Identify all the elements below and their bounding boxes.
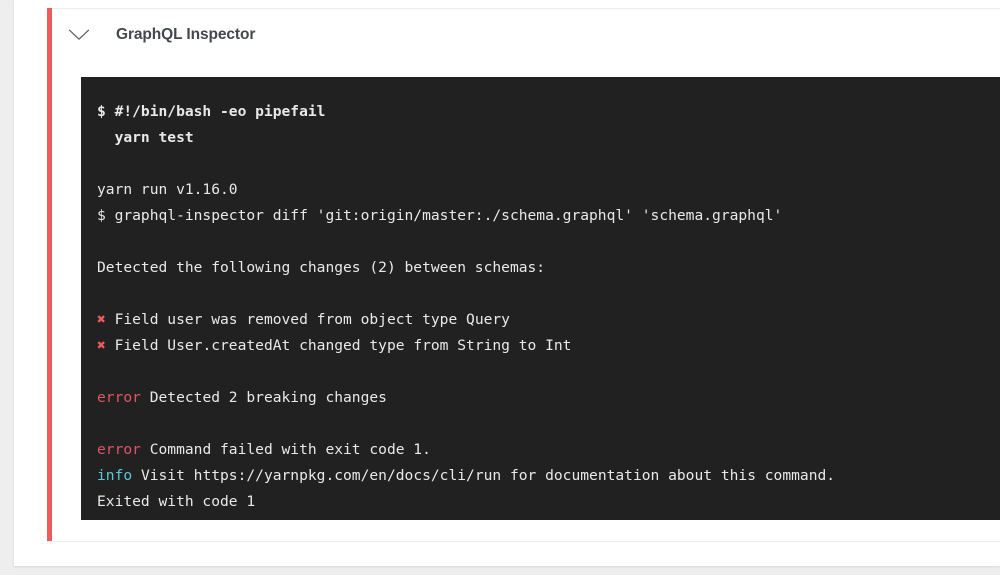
terminal-token-error-mark: ✖ [97,337,106,354]
terminal-line-exited: Exited with code 1 [97,489,1000,515]
terminal-log-panel[interactable]: $ #!/bin/bash -eo pipefail yarn test yar… [81,77,1000,520]
terminal-token-plain: $ graphql-inspector diff 'git:origin/mas… [97,207,783,224]
terminal-token-error: error [97,441,141,458]
card-top-divider [47,8,1000,9]
step-title: GraphQL Inspector [116,26,256,43]
terminal-line-error-breaking: error Detected 2 breaking changes [97,385,1000,411]
terminal-token-info: info [97,467,133,484]
card-bottom-divider [47,541,1000,542]
terminal-line-blank-1 [97,151,1000,177]
terminal-token-plain: yarn run v1.16.0 [97,181,238,198]
terminal-line-blank-5 [97,411,1000,437]
terminal-line-blank-2 [97,229,1000,255]
terminal-line-detected-changes: Detected the following changes (2) betwe… [97,255,1000,281]
terminal-line-inspector-diff: $ graphql-inspector diff 'git:origin/mas… [97,203,1000,229]
terminal-token-plain: Detected the following changes (2) betwe… [97,259,546,276]
terminal-line-cmd-shebang: $ #!/bin/bash -eo pipefail [97,99,1000,125]
terminal-line-blank-4 [97,359,1000,385]
terminal-token-plain: Detected 2 breaking changes [140,389,387,406]
terminal-line-info-visit: info Visit https://yarnpkg.com/en/docs/c… [97,463,1000,489]
terminal-line-cmd-yarn-test: yarn test [97,125,1000,151]
terminal-token-plain: yarn test [97,129,194,146]
terminal-token-error: error [97,389,141,406]
terminal-token-plain: Exited with code 1 [97,493,256,510]
chevron-down-icon[interactable] [60,16,98,54]
terminal-token-plain: Field user was removed from object type … [105,311,510,328]
terminal-line-change-1: ✖ Field user was removed from object typ… [97,307,1000,333]
terminal-line-blank-3 [97,281,1000,307]
step-status-bar-failed [47,8,52,541]
terminal-token-plain: Visit https://yarnpkg.com/en/docs/cli/ru… [132,467,836,484]
step-header[interactable]: GraphQL Inspector [60,14,1000,56]
terminal-token-plain: Command failed with exit code 1. [140,441,431,458]
build-step-card: GraphQL Inspector $ #!/bin/bash -eo pipe… [14,0,1000,566]
terminal-token-plain: Field User.createdAt changed type from S… [105,337,572,354]
terminal-line-error-exit: error Command failed with exit code 1. [97,437,1000,463]
terminal-token-plain: $ #!/bin/bash -eo pipefail [97,103,326,120]
terminal-log-lines: $ #!/bin/bash -eo pipefail yarn test yar… [81,77,1000,520]
terminal-line-yarn-version: yarn run v1.16.0 [97,177,1000,203]
terminal-token-error-mark: ✖ [97,311,106,328]
terminal-line-change-2: ✖ Field User.createdAt changed type from… [97,333,1000,359]
